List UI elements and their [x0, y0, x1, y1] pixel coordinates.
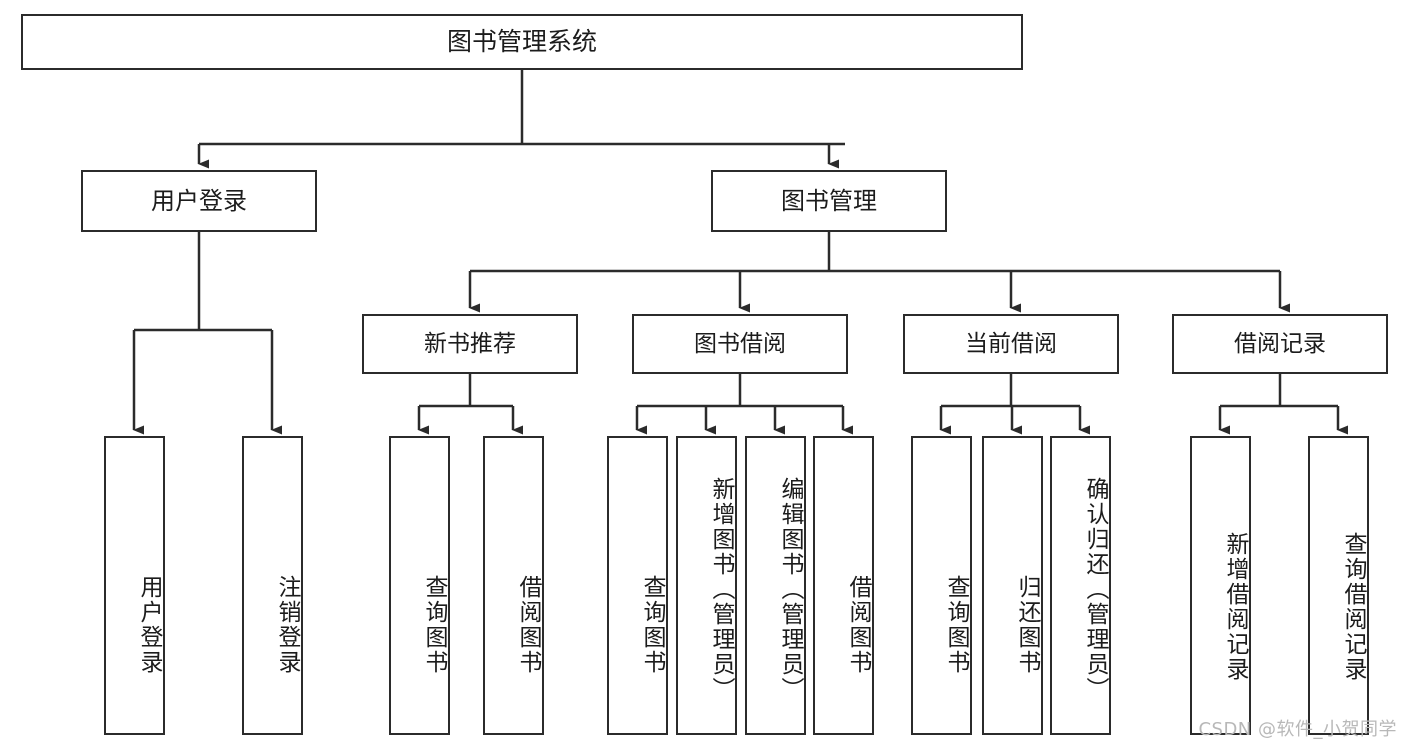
node-leaf-edit-book-label: 编辑图书（管理员）	[777, 477, 803, 702]
node-leaf-add-book[interactable]: 新增图书（管理员）	[676, 436, 737, 735]
node-leaf-return-book-label: 归还图书	[1014, 574, 1040, 675]
node-leaf-confirm-return[interactable]: 确认归还（管理员）	[1050, 436, 1111, 735]
node-book-borrow[interactable]: 图书借阅	[632, 314, 848, 374]
node-root-label: 图书管理系统	[446, 27, 597, 57]
node-leaf-add-record[interactable]: 新增借阅记录	[1190, 436, 1251, 735]
node-leaf-borrow-book-1-label: 借阅图书	[515, 574, 541, 675]
node-user-login-label: 用户登录	[151, 187, 247, 215]
node-leaf-add-record-label: 新增借阅记录	[1222, 531, 1248, 682]
node-current-borrow[interactable]: 当前借阅	[903, 314, 1119, 374]
node-leaf-borrow-book-2[interactable]: 借阅图书	[813, 436, 874, 735]
node-new-book-recommend-label: 新书推荐	[424, 330, 516, 357]
node-leaf-query-record[interactable]: 查询借阅记录	[1308, 436, 1369, 735]
node-new-book-recommend[interactable]: 新书推荐	[362, 314, 578, 374]
watermark: CSDN @软件_小贺同学	[1198, 719, 1397, 740]
node-book-manage-label: 图书管理	[781, 187, 877, 215]
node-current-borrow-label: 当前借阅	[965, 330, 1057, 357]
node-leaf-add-book-label: 新增图书（管理员）	[708, 477, 734, 702]
node-book-borrow-label: 图书借阅	[694, 330, 786, 357]
node-leaf-query-book-2-label: 查询图书	[639, 574, 665, 675]
node-root[interactable]: 图书管理系统	[21, 14, 1023, 70]
node-borrow-record-label: 借阅记录	[1234, 330, 1326, 357]
node-leaf-borrow-book-1[interactable]: 借阅图书	[483, 436, 544, 735]
node-leaf-logout-label: 注销登录	[274, 574, 300, 675]
node-leaf-logout[interactable]: 注销登录	[242, 436, 303, 735]
node-leaf-user-login[interactable]: 用户登录	[104, 436, 165, 735]
node-leaf-query-book-1[interactable]: 查询图书	[389, 436, 450, 735]
node-leaf-edit-book[interactable]: 编辑图书（管理员）	[745, 436, 806, 735]
node-leaf-user-login-label: 用户登录	[136, 574, 162, 675]
node-user-login[interactable]: 用户登录	[81, 170, 317, 232]
node-book-manage[interactable]: 图书管理	[711, 170, 947, 232]
node-leaf-confirm-return-label: 确认归还（管理员）	[1082, 477, 1108, 702]
node-leaf-borrow-book-2-label: 借阅图书	[845, 574, 871, 675]
node-leaf-query-book-2[interactable]: 查询图书	[607, 436, 668, 735]
node-leaf-query-record-label: 查询借阅记录	[1340, 531, 1366, 682]
node-borrow-record[interactable]: 借阅记录	[1172, 314, 1388, 374]
node-leaf-query-book-1-label: 查询图书	[421, 574, 447, 675]
node-leaf-query-book-3-label: 查询图书	[943, 574, 969, 675]
node-leaf-query-book-3[interactable]: 查询图书	[911, 436, 972, 735]
node-leaf-return-book[interactable]: 归还图书	[982, 436, 1043, 735]
